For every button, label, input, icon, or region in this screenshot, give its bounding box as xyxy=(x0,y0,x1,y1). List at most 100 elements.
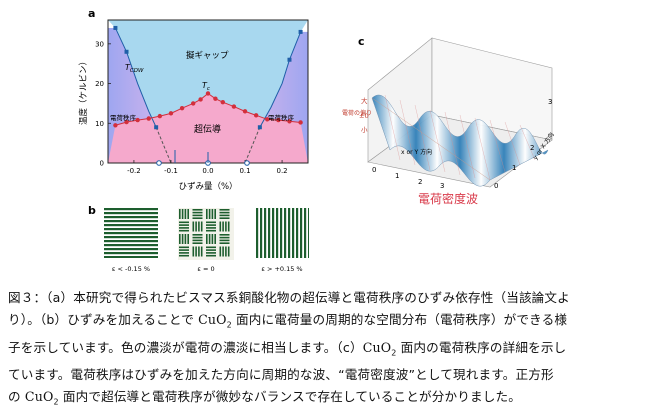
tc-point xyxy=(179,105,185,111)
checker-stripe xyxy=(219,239,230,242)
tc-point xyxy=(190,101,196,106)
dashed-boundary-right xyxy=(244,127,261,164)
caption-line-3: 子を示しています。色の濃淡が電荷の濃淡に相当します。（c）CuO2 面内の電荷秩… xyxy=(8,339,567,358)
checker-stripe xyxy=(192,209,203,211)
label-cdw-left: 電荷秩序 xyxy=(110,113,137,122)
tcdw-point xyxy=(257,125,262,130)
checker-stripe xyxy=(181,209,184,219)
checker-stripe xyxy=(184,209,187,219)
checker-stripe xyxy=(222,246,224,257)
checker-stripe xyxy=(219,246,222,257)
label-tc: Tc xyxy=(202,81,210,92)
wave-surface xyxy=(371,94,549,187)
checker-stripe xyxy=(198,221,200,232)
superconductivity-region xyxy=(108,93,308,163)
pattern-checkerboard xyxy=(179,209,230,257)
cdw-title: 電荷密度波 xyxy=(418,191,478,206)
x-tick-label: 0.2 xyxy=(277,167,288,175)
checker-stripe xyxy=(200,246,203,257)
checker-stripe xyxy=(179,227,189,229)
tc-point xyxy=(168,111,174,116)
pattern-horizontal-stripes xyxy=(104,208,158,258)
z-tick-high: 大 xyxy=(361,96,368,105)
surface-y-tick: 1 xyxy=(512,164,516,172)
checker-stripe xyxy=(179,234,181,244)
tcdw-line-right xyxy=(259,31,302,128)
checker-stripe xyxy=(211,209,214,219)
checker-stripe xyxy=(184,234,187,244)
label-pseudogap: 擬ギャップ xyxy=(186,50,229,61)
tc-point xyxy=(113,123,118,128)
checker-stripe xyxy=(206,252,216,254)
panel-c-label: c xyxy=(358,35,365,48)
checker-stripe xyxy=(192,221,195,232)
checker-stripe xyxy=(179,209,181,219)
tc-point xyxy=(265,117,270,122)
surface-mesh xyxy=(384,94,536,181)
checker-stripe xyxy=(219,217,230,219)
tcdw-point xyxy=(124,49,129,54)
label-tcdw: TCDW xyxy=(125,63,144,74)
tcdw-line-left xyxy=(114,27,157,128)
checker-stripe xyxy=(206,209,208,219)
checker-stripe xyxy=(192,214,203,217)
z-tick-zero: ±0 xyxy=(359,112,369,120)
checker-stripe xyxy=(187,234,189,244)
checker-stripe xyxy=(192,246,195,257)
tc-point xyxy=(220,100,226,105)
checker-stripe xyxy=(192,217,203,219)
checker-stripe xyxy=(219,214,230,217)
checker-stripe xyxy=(219,209,230,211)
y-tick-label: 10 xyxy=(95,120,104,128)
checker-stripe xyxy=(192,239,203,242)
checker-stripe xyxy=(206,254,216,257)
figure-caption: 図３：（a）本研究で得られたビスマス系銅酸化物の超伝導と電荷秩序のひずみ依存性（… xyxy=(8,287,644,414)
checker-stripe xyxy=(179,224,189,226)
checker-stripe xyxy=(219,236,230,239)
z-tick-low: 小 xyxy=(361,125,368,134)
checker-stripe xyxy=(192,242,203,244)
x-tick-label: -0.1 xyxy=(164,167,178,175)
x-tick-label: 0.0 xyxy=(202,167,213,175)
checker-stripe xyxy=(179,254,189,257)
checker-stripe xyxy=(225,246,227,257)
pattern-vertical-stripes xyxy=(255,208,309,258)
surface-y-tick: 3 xyxy=(548,98,552,106)
checker-stripe xyxy=(195,246,197,257)
label-superconductivity: 超伝導 xyxy=(194,123,221,135)
panel-a-label: a xyxy=(88,7,95,20)
checker-stripe xyxy=(219,211,230,214)
tc-point xyxy=(213,96,218,101)
tc-point xyxy=(124,119,129,125)
checker-stripe xyxy=(195,221,197,232)
z-title: 電荷の偏り xyxy=(342,109,372,117)
checker-stripe xyxy=(181,234,184,244)
checker-stripe xyxy=(179,221,189,224)
caption-zero-strain: ε = 0 xyxy=(197,265,214,273)
checker-stripe xyxy=(206,227,216,229)
axis-circle xyxy=(156,160,162,166)
checker-stripe xyxy=(219,234,230,236)
checker-stripe xyxy=(206,224,216,226)
checker-stripe xyxy=(206,221,216,224)
y-tick-label: 0 xyxy=(100,160,104,168)
surface-x-tick: 1 xyxy=(395,172,399,180)
tc-point xyxy=(287,119,292,124)
caption-line-2: り）。（b）ひずみを加えることで CuO2 面内に電荷量の周期的な空間分布（電荷… xyxy=(8,312,568,330)
tc-point xyxy=(157,113,163,119)
y-tick-label: 20 xyxy=(95,80,104,88)
mesh-line xyxy=(371,97,491,181)
checker-stripe xyxy=(200,221,203,232)
checker-stripe xyxy=(214,209,216,219)
label-cdw-right: 電荷秩序 xyxy=(268,113,295,122)
checker-stripe xyxy=(206,246,216,249)
checker-stripe xyxy=(219,242,230,244)
tcdw-point xyxy=(287,57,292,62)
